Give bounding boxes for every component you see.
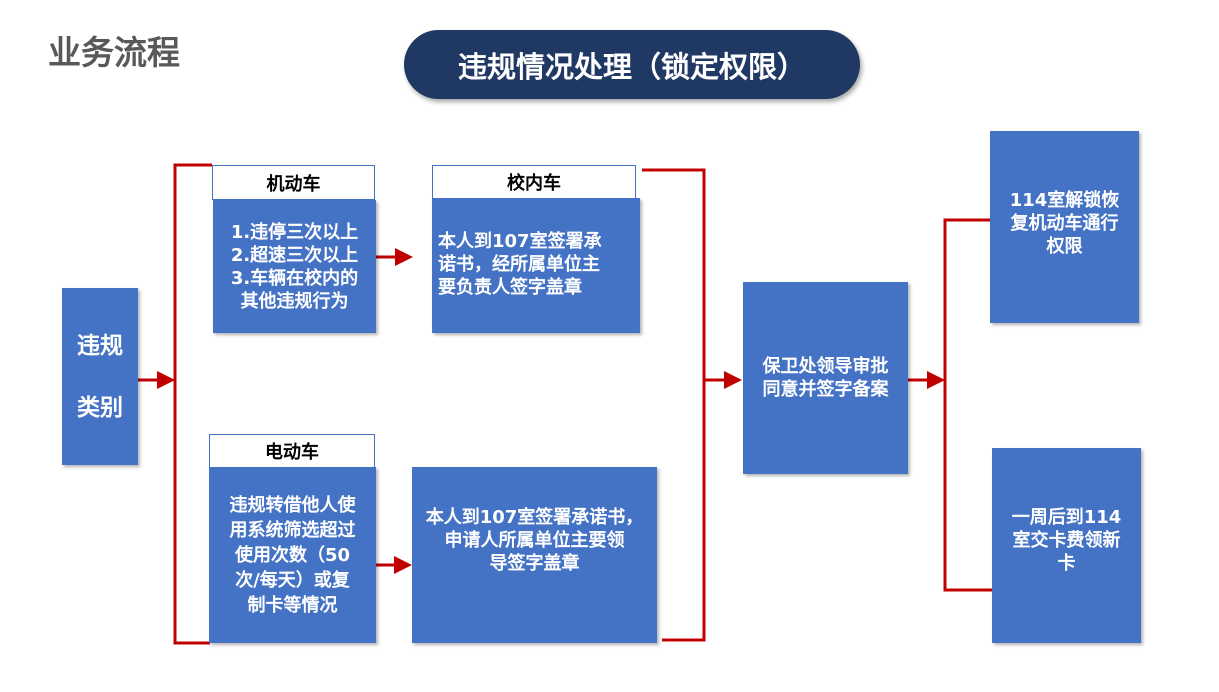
text-line: 权限: [1046, 236, 1083, 257]
text-line: 保卫处领导审批: [762, 356, 889, 377]
text-line: 要负责人签字盖章: [438, 277, 582, 298]
text-line: 导签字盖章: [489, 552, 580, 574]
text-line: 一周后到114: [1011, 507, 1122, 528]
text-line: 申请人所属单位主要领: [444, 529, 625, 551]
campus-vehicle-box: 本人到107室签署承 诺书，经所属单位主 要负责人签字盖章: [432, 198, 640, 333]
text-line: 诺书，经所属单位主: [438, 254, 600, 275]
text-line: 用系统筛选超过: [229, 519, 356, 541]
text-line: 违规转借他人使: [229, 494, 356, 516]
text-line: 使用次数（50: [234, 544, 351, 566]
motor-vehicle-box: 1.违停三次以上 2.超速三次以上 3.车辆在校内的 其他违规行为: [213, 200, 376, 333]
unlock-box: 114室解锁恢 复机动车通行 权限: [990, 131, 1139, 323]
text-line: 3.车辆在校内的: [230, 267, 359, 289]
ebike-box: 违规转借他人使 用系统筛选超过 使用次数（50 次/每天）或复 制卡等情况: [209, 467, 376, 643]
text-line: 其他违规行为: [240, 290, 349, 312]
violation-category-box: 违规 类别: [62, 288, 138, 465]
ebike-action-box: 本人到107室签署承诺书， 申请人所属单位主要领 导签字盖章: [412, 467, 657, 643]
text-line: 114室解锁恢: [1009, 190, 1120, 211]
new-card-box: 一周后到114 室交卡费领新 卡: [992, 448, 1141, 643]
text-line: 制卡等情况: [247, 594, 338, 616]
text-line: 类别: [77, 394, 123, 421]
ebike-header: 电动车: [209, 434, 375, 468]
motor-vehicle-header: 机动车: [212, 165, 375, 200]
text-line: 2.超速三次以上: [230, 244, 359, 266]
text-line: 卡: [1057, 553, 1076, 574]
text-line: 违规: [77, 332, 123, 359]
banner-title: 违规情况处理（锁定权限）: [404, 30, 860, 99]
bracket-actions: [642, 168, 706, 642]
text-line: 本人到107室签署承: [438, 231, 602, 252]
text-line: 室交卡费领新: [1012, 530, 1121, 551]
text-line: 次/每天）或复: [235, 569, 350, 591]
approval-box: 保卫处领导审批 同意并签字备案: [743, 282, 908, 474]
text-line: 本人到107室签署承诺书，: [425, 506, 644, 528]
text-line: 复机动车通行: [1010, 213, 1119, 234]
text-line: 同意并签字备案: [762, 379, 889, 400]
banner-title-text: 违规情况处理（锁定权限）: [457, 49, 806, 84]
bracket-results: [943, 218, 992, 592]
page-title: 业务流程: [48, 33, 180, 72]
text-line: 1.违停三次以上: [230, 221, 359, 243]
campus-vehicle-header: 校内车: [432, 165, 636, 199]
bracket-types: [173, 163, 212, 645]
